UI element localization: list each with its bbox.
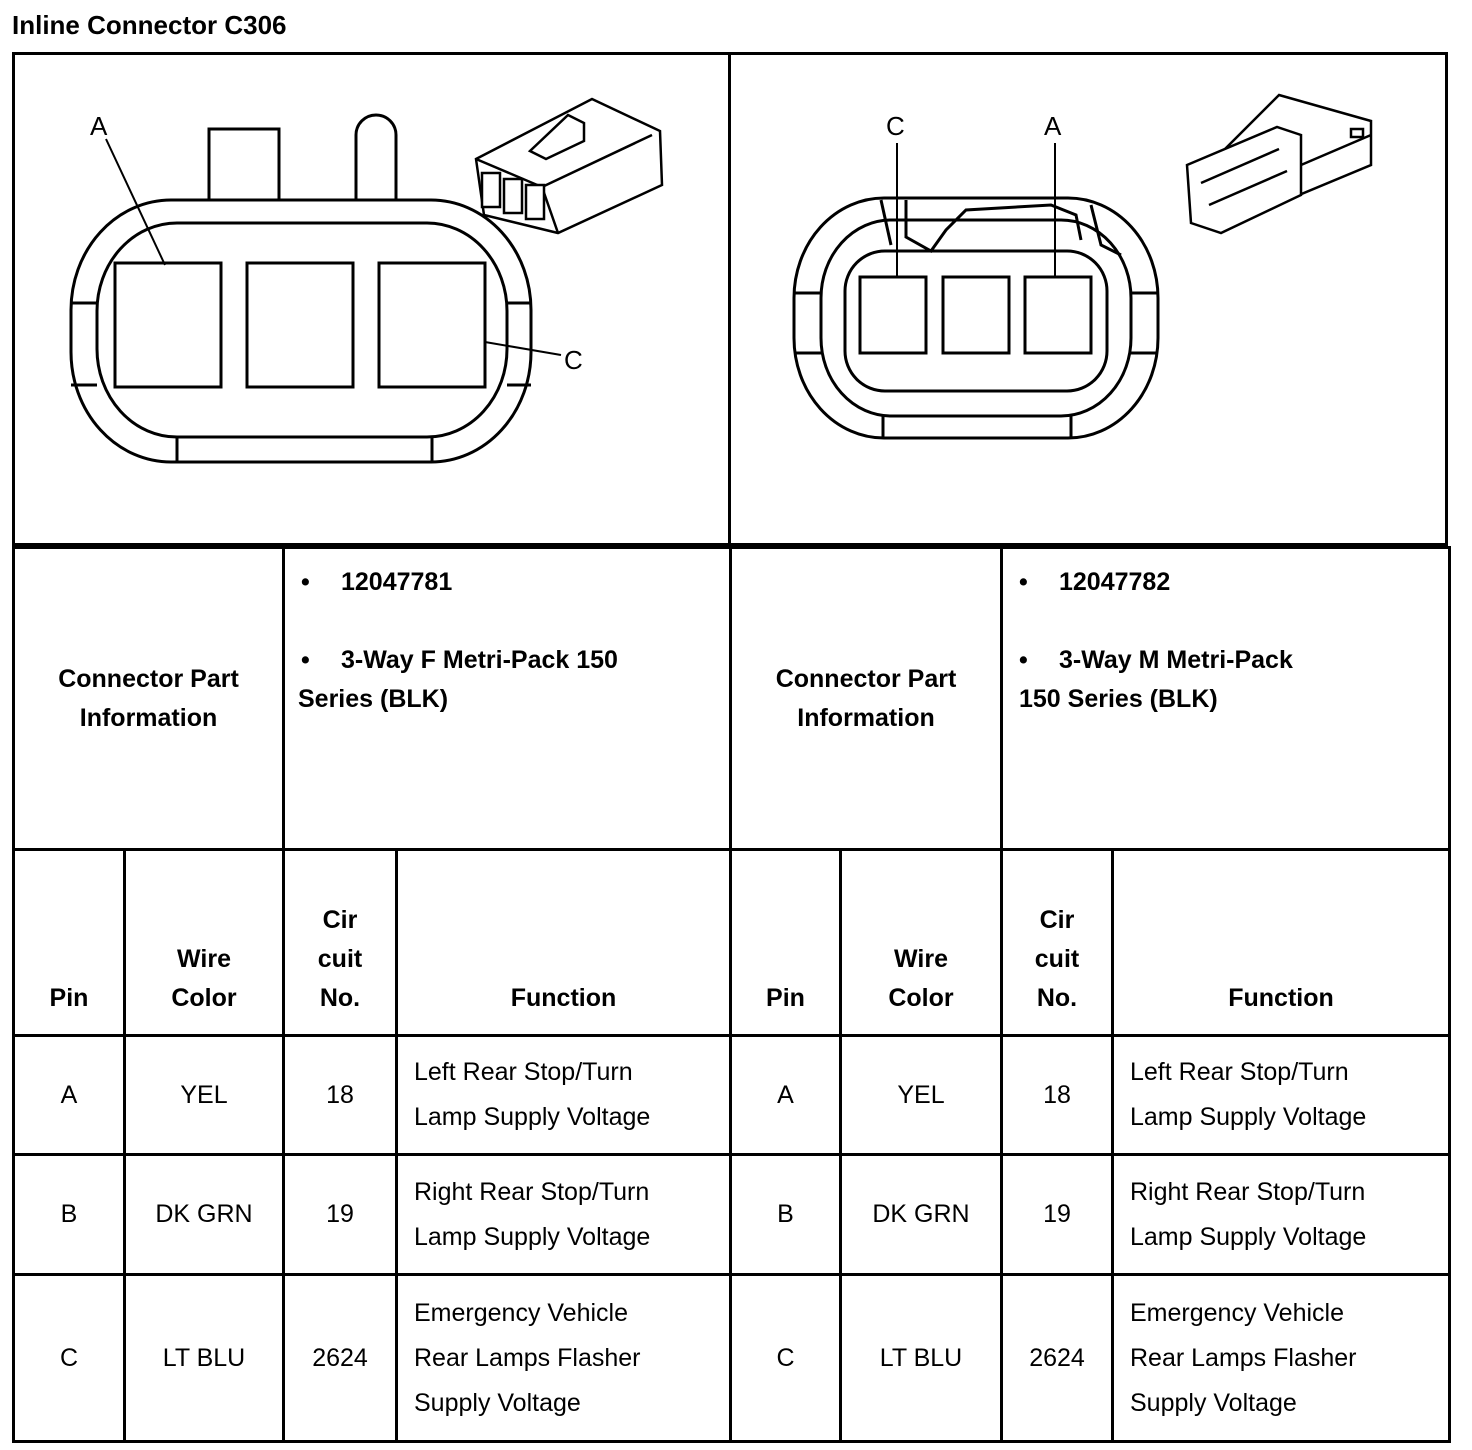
header-function: Function — [1111, 848, 1451, 1037]
connector-part-info-left: •12047781 •3-Way F Metri-Pack 150 Series… — [282, 546, 732, 851]
label-pin-c: C — [564, 345, 583, 375]
pin-cell: A — [729, 1034, 842, 1156]
female-connector-face-diagram: A C — [69, 97, 664, 464]
circuit-cell: 18 — [1000, 1034, 1114, 1156]
circuit-cell: 2624 — [1000, 1273, 1114, 1443]
part-description: 3-Way F Metri-Pack 150 — [341, 646, 618, 674]
pin-cell: B — [729, 1153, 842, 1276]
pin-cell: B — [12, 1153, 126, 1276]
wire-color-cell: DK GRN — [839, 1153, 1003, 1276]
pin-cell: A — [12, 1034, 126, 1156]
part-number: 12047782 — [1059, 568, 1171, 596]
label-pin-a: A — [90, 111, 108, 141]
wire-color-cell: LT BLU — [123, 1273, 285, 1443]
connector-part-info-right: •12047782 •3-Way M Metri-Pack 150 Series… — [1000, 546, 1451, 851]
pin-b-cavity — [941, 275, 1011, 355]
header-function: Function — [395, 848, 732, 1037]
pin-cell: C — [729, 1273, 842, 1443]
circuit-cell: 2624 — [282, 1273, 398, 1443]
male-connector-face-diagram: C A — [792, 93, 1373, 440]
circuit-cell: 19 — [1000, 1153, 1114, 1276]
connector-part-info-label-left: Connector Part Information — [12, 546, 285, 851]
label-pin-a: A — [1044, 111, 1062, 141]
label-pin-c: C — [886, 111, 905, 141]
cavity-a — [113, 261, 223, 389]
circuit-cell: 18 — [282, 1034, 398, 1156]
wire-color-cell: DK GRN — [123, 1153, 285, 1276]
pin-c-cavity — [858, 275, 928, 355]
wire-color-cell: LT BLU — [839, 1273, 1003, 1443]
part-number: 12047781 — [341, 568, 453, 596]
connector-part-info-label-right: Connector Part Information — [729, 546, 1003, 851]
page-title: Inline Connector C306 — [12, 10, 287, 40]
diagram-divider — [728, 52, 731, 546]
part-info-row: Connector Part Information •12047781 •3-… — [12, 546, 1451, 851]
pinout-table: Connector Part Information •12047781 •3-… — [12, 546, 1451, 1443]
cavity-b — [245, 261, 355, 389]
header-pin: Pin — [12, 848, 126, 1037]
pin-a-cavity — [1023, 275, 1093, 355]
part-description: 3-Way M Metri-Pack — [1059, 646, 1293, 674]
pin-cell: C — [12, 1273, 126, 1443]
header-pin: Pin — [729, 848, 842, 1037]
cavity-c — [377, 261, 487, 389]
male-connector-iso-sketch — [1185, 93, 1373, 235]
wire-color-cell: YEL — [839, 1034, 1003, 1156]
wire-color-cell: YEL — [123, 1034, 285, 1156]
circuit-cell: 19 — [282, 1153, 398, 1276]
female-connector-iso-sketch — [474, 97, 664, 235]
